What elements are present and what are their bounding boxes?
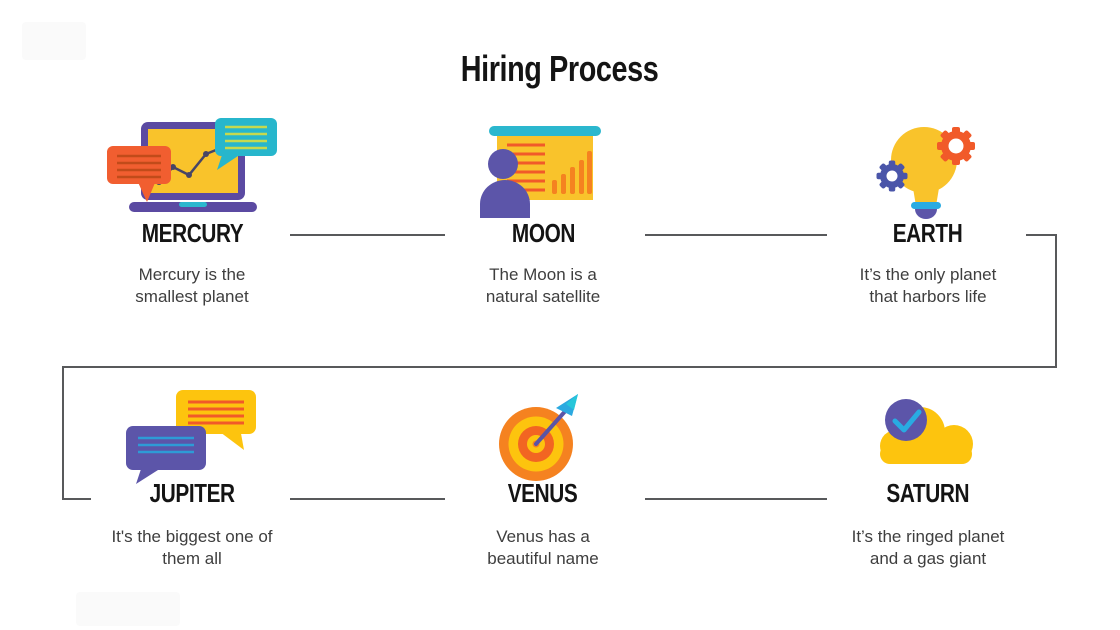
laptop-analytics-chat-icon [107,118,277,219]
step-jupiter: JUPITER It's the biggest one of them all [42,380,342,580]
step-title: EARTH [893,218,963,248]
step-title: MOON [511,218,575,248]
cloud-check-icon [864,394,992,487]
connector-earth-jupiter [62,234,1057,500]
step-title: JUPITER [149,478,235,508]
chat-bubbles-icon [126,390,258,489]
page-title-text: Hiring Process [461,48,659,89]
watermark [22,22,86,60]
step-description: It’s the ringed planet and a gas giant [851,527,1005,568]
step-venus: VENUS Venus has a beautiful name [393,380,693,580]
target-arrow-icon [494,392,604,491]
step-description: Venus has a beautiful name [487,527,599,568]
step-saturn: SATURN It’s the ringed planet and a gas … [778,380,1078,580]
step-title: VENUS [508,478,578,508]
step-earth: EARTH It’s the only planet that harbors … [778,112,1078,312]
step-mercury: MERCURY Mercury is the smallest planet [42,112,342,312]
step-title: MERCURY [141,218,243,248]
watermark [76,592,180,626]
step-description: The Moon is a natural satellite [485,265,601,306]
step-description: Mercury is the smallest planet [135,265,249,306]
lightbulb-gears-icon [866,114,990,231]
page-title: Hiring Process [0,48,1120,90]
step-description: It's the biggest one of them all [111,527,273,568]
step-title: SATURN [886,478,970,508]
step-moon: MOON The Moon is a natural satellite [393,112,693,312]
step-description: It’s the only planet that harbors life [859,265,997,306]
presenter-whiteboard-icon [473,120,613,223]
